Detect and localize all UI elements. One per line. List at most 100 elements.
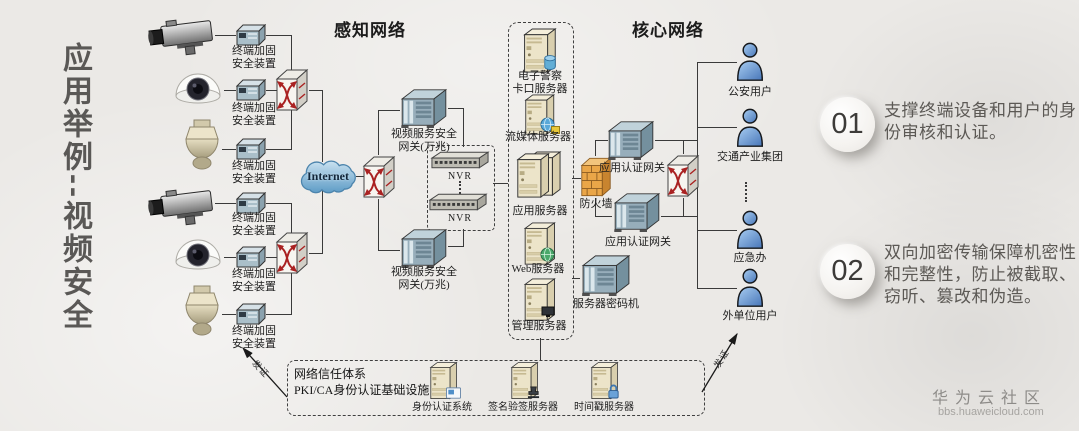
connector: [222, 314, 236, 316]
connector: [322, 90, 324, 162]
database-icon: [543, 54, 557, 71]
user-icon-police: [734, 42, 766, 82]
user-icon-external: [734, 268, 766, 308]
distribution-switch-icon: [666, 154, 700, 198]
connector: [448, 108, 464, 110]
note-01-text: 支撑终端设备和用户的身份审核和认证。: [884, 101, 1077, 142]
console-icon: [541, 305, 555, 317]
media-chip-icon: [551, 126, 560, 134]
connector: [356, 176, 364, 178]
access-switch-icon: [275, 231, 309, 275]
encryption-device-label: 终端加固 安全装置: [232, 212, 276, 237]
dome-camera-icon: [172, 234, 224, 272]
connector: [266, 314, 292, 316]
box-camera-icon: [146, 186, 220, 228]
core-switch-icon: [362, 155, 396, 199]
encryption-device-label: 终端加固 安全装置: [232, 45, 276, 70]
timestamp-server-label: 时间戳服务器: [574, 402, 634, 413]
connector: [697, 62, 737, 64]
identity-auth-server-label: 身份认证系统: [412, 402, 472, 413]
connector: [378, 250, 400, 252]
video-security-gateway-icon: [398, 88, 450, 128]
server-cipher-machine-icon: [578, 254, 634, 296]
terminal-encryption-device-icon: [236, 246, 266, 268]
video-security-gateway-label: 视频服务安全 网关(万兆): [391, 128, 457, 153]
nvr-unit-icon: [428, 192, 488, 212]
lock-icon: [607, 384, 620, 399]
note-01-badge: 01: [820, 97, 875, 152]
connector: [683, 198, 685, 216]
app-auth-gateway-icon: [605, 120, 657, 160]
ptz-camera-icon: [180, 118, 224, 172]
connector: [463, 108, 465, 147]
connector: [266, 257, 277, 259]
connector: [224, 257, 236, 259]
connector: [378, 199, 380, 250]
connector: [215, 203, 236, 205]
user-transport-group-label: 交通产业集团: [717, 151, 783, 163]
nvr-group-box: [427, 145, 495, 231]
connector: [378, 110, 380, 155]
app-auth-gateway-label: 应用认证网关: [605, 236, 671, 248]
globe-icon: [540, 247, 555, 262]
id-card-icon: [446, 386, 461, 399]
connector: [697, 288, 737, 290]
application-server-label: 应用服务器: [512, 205, 568, 217]
firewall-label: 防火墙: [579, 198, 613, 210]
pki-trust-title: 网络信任体系 PKI/CA身份认证基础设施: [294, 367, 430, 398]
connector: [215, 35, 236, 37]
server-cipher-machine-label: 服务器密码机: [573, 298, 639, 310]
watermark-community-name: 华为云社区: [932, 390, 1048, 407]
stamp-icon: [527, 386, 540, 399]
connector: [448, 246, 464, 248]
connector: [309, 90, 323, 92]
connector: [266, 149, 292, 151]
user-icon-transport-group: [734, 108, 766, 148]
nvr-label: NVR: [447, 171, 473, 182]
core-servers-group-box: [508, 22, 574, 340]
dome-camera-icon: [172, 68, 224, 106]
connector: [661, 216, 698, 218]
nvr-label: NVR: [447, 213, 473, 224]
issue-cert-arrow-right: [696, 326, 744, 396]
internet-label: Internet: [307, 169, 349, 183]
encryption-device-label: 终端加固 安全装置: [232, 268, 276, 293]
connector: [378, 110, 400, 112]
connector: [697, 127, 737, 129]
connector: [572, 178, 581, 180]
checkpoint-server-label: 电子警察 卡口服务器: [512, 70, 568, 95]
connector: [266, 203, 292, 205]
connector: [266, 90, 277, 92]
users-ellipsis-dots: [745, 182, 747, 202]
video-security-gateway-label: 视频服务安全 网关(万兆): [391, 266, 457, 291]
terminal-encryption-device-icon: [236, 24, 266, 46]
terminal-encryption-device-icon: [236, 192, 266, 214]
user-external-label: 外单位用户: [722, 310, 778, 322]
connector: [595, 140, 608, 142]
connector: [683, 140, 685, 154]
section-core-network: 核心网络: [632, 21, 704, 40]
connector: [572, 278, 580, 280]
globe-icon: [540, 117, 555, 132]
access-switch-icon: [275, 68, 309, 112]
streaming-server-label: 流媒体服务器: [505, 131, 571, 143]
video-security-gateway-icon: [398, 228, 450, 268]
user-police-label: 公安用户: [728, 86, 772, 98]
connector: [463, 229, 465, 246]
watermark-site-url: bbs.huaweicloud.com: [938, 406, 1044, 418]
encryption-device-label: 终端加固 安全装置: [232, 325, 276, 350]
user-emergency-office-label: 应急办: [733, 252, 767, 264]
page-title: 应用举例--视频安全: [58, 42, 91, 332]
user-icon-emergency-office: [734, 210, 766, 250]
note-02-badge: 02: [820, 244, 875, 299]
connector: [322, 190, 324, 253]
terminal-encryption-device-icon: [236, 303, 266, 325]
connector: [493, 183, 508, 185]
terminal-encryption-device-icon: [236, 79, 266, 101]
connector: [655, 140, 698, 142]
issue-cert-arrow-left: [233, 340, 295, 402]
terminal-encryption-device-icon: [236, 138, 266, 160]
web-server-label: Web服务器: [511, 263, 565, 275]
section-perception-network: 感知网络: [334, 21, 406, 40]
connector: [540, 338, 542, 361]
